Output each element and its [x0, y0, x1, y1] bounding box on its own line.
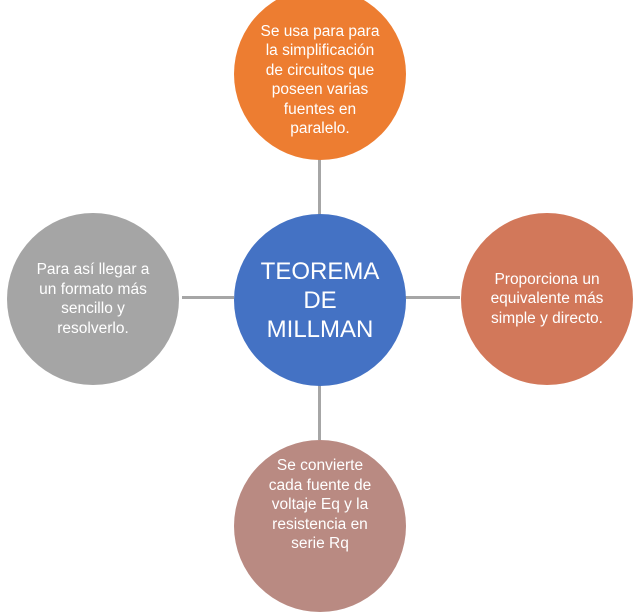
node-top-text: Se usa para para la simplificación de ci…: [260, 22, 380, 138]
node-right: Proporciona un equivalente más simple y …: [461, 213, 633, 385]
connector-left: [182, 296, 234, 299]
node-right-text: Proporciona un equivalente más simple y …: [490, 270, 604, 327]
node-left-text: Para así llegar a un formato más sencill…: [36, 261, 150, 337]
node-left: Para así llegar a un formato más sencill…: [7, 213, 179, 385]
center-node-title: TEOREMA DE MILLMAN: [260, 257, 380, 343]
node-top: Se usa para para la simplificación de ci…: [234, 0, 406, 160]
connector-right: [404, 296, 460, 299]
connector-top: [318, 158, 321, 216]
center-node: TEOREMA DE MILLMAN: [234, 214, 406, 386]
node-bottom-text: Se convierte cada fuente de voltaje Eq y…: [268, 457, 372, 553]
diagram-canvas: Se usa para para la simplificación de ci…: [7, 0, 633, 612]
node-bottom: Se convierte cada fuente de voltaje Eq y…: [234, 440, 406, 612]
connector-bottom: [318, 384, 321, 440]
